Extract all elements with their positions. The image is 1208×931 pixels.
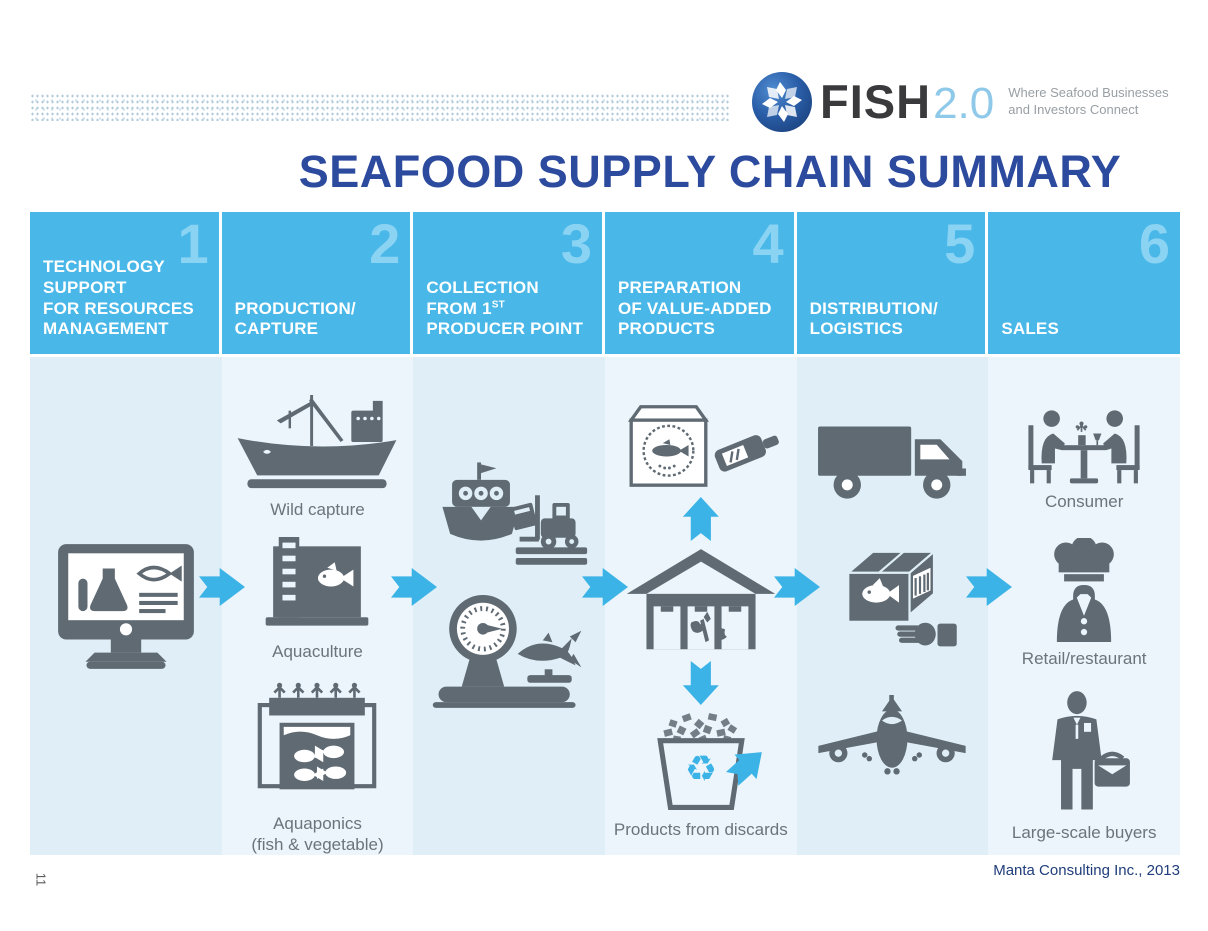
column-body-2: Wild capture [221,357,414,855]
column-header-6: 6 SALES [988,212,1180,357]
frozen-box-icon [822,541,962,651]
logo-brand-text: FISH [820,75,932,128]
recycle-icon: ♻ [684,749,717,791]
chef-icon [1029,536,1139,643]
logo-version-text: 2.0 [933,79,995,128]
fish-globe-icon [752,72,812,132]
item-label: Retail/restaurant [1021,649,1147,669]
column-body-5 [796,357,989,855]
logo-wordmark: FISH 2.0 [820,78,994,126]
dotted-texture-band [30,93,730,121]
down-arrow-icon [682,661,719,705]
header-row: 1 TECHNOLOGY SUPPORT FOR RESOURCES MANAG… [30,212,1180,357]
item-label: Products from discards [613,820,788,839]
page-number: 11 [33,872,49,887]
column-body-4: ♻ Products from discards [605,357,797,855]
column-number: 6 [1138,212,1170,275]
column-body-6: Consumer Retail/restaurant [988,357,1180,855]
column-body-1 [30,357,222,855]
consumer-dining-icon [1021,407,1147,485]
column-number: 2 [369,212,401,275]
dock-forklift-icon [427,460,591,572]
processing-warehouse-icon [625,547,777,655]
packaged-product-icon [619,401,783,489]
body-row: Wild capture [30,357,1180,855]
item-label: Wild capture [270,500,365,519]
discard-bin-icon: ♻ [636,711,766,813]
column-header-5: 5 DISTRIBUTION/ LOGISTICS [796,212,989,357]
item-label: Consumer [1044,492,1124,511]
footer-credit: Manta Consulting Inc., 2013 [993,862,1180,879]
column-header-3: 3 COLLECTION FROM 1ST PRODUCER POINT [413,212,605,357]
weighing-scale-icon [427,592,591,708]
up-arrow-icon [682,497,719,541]
truck-icon [814,421,970,505]
column-header-2: 2 PRODUCTION/ CAPTURE [221,212,414,357]
fishing-vessel-icon [233,395,401,493]
page-title: SEAFOOD SUPPLY CHAIN SUMMARY [298,146,1122,197]
item-label: Large-scale buyers [1011,822,1157,842]
buyer-icon [1031,690,1137,816]
item-label: Aquaponics (fish & vegetable) [251,813,384,854]
fish20-logo: FISH 2.0 Where Seafood Businesses and In… [752,72,1169,132]
column-number: 3 [560,212,592,275]
item-label: Aquaculture [272,642,363,662]
column-header-1: 1 TECHNOLOGY SUPPORT FOR RESOURCES MANAG… [30,212,222,357]
aquaponics-tank-icon [254,677,380,807]
logo-tagline: Where Seafood Businesses and Investors C… [1008,85,1169,117]
aquaculture-tank-icon [256,537,378,635]
column-number: 5 [944,212,976,275]
monitor-research-icon [50,540,202,672]
column-header-4: 4 PREPARATION OF VALUE-ADDED PRODUCTS [605,212,797,357]
supply-chain-table: 1 TECHNOLOGY SUPPORT FOR RESOURCES MANAG… [30,212,1180,855]
airplane-icon [814,695,970,775]
column-number: 1 [177,212,209,275]
column-number: 4 [752,212,784,275]
column-body-3 [413,357,605,855]
